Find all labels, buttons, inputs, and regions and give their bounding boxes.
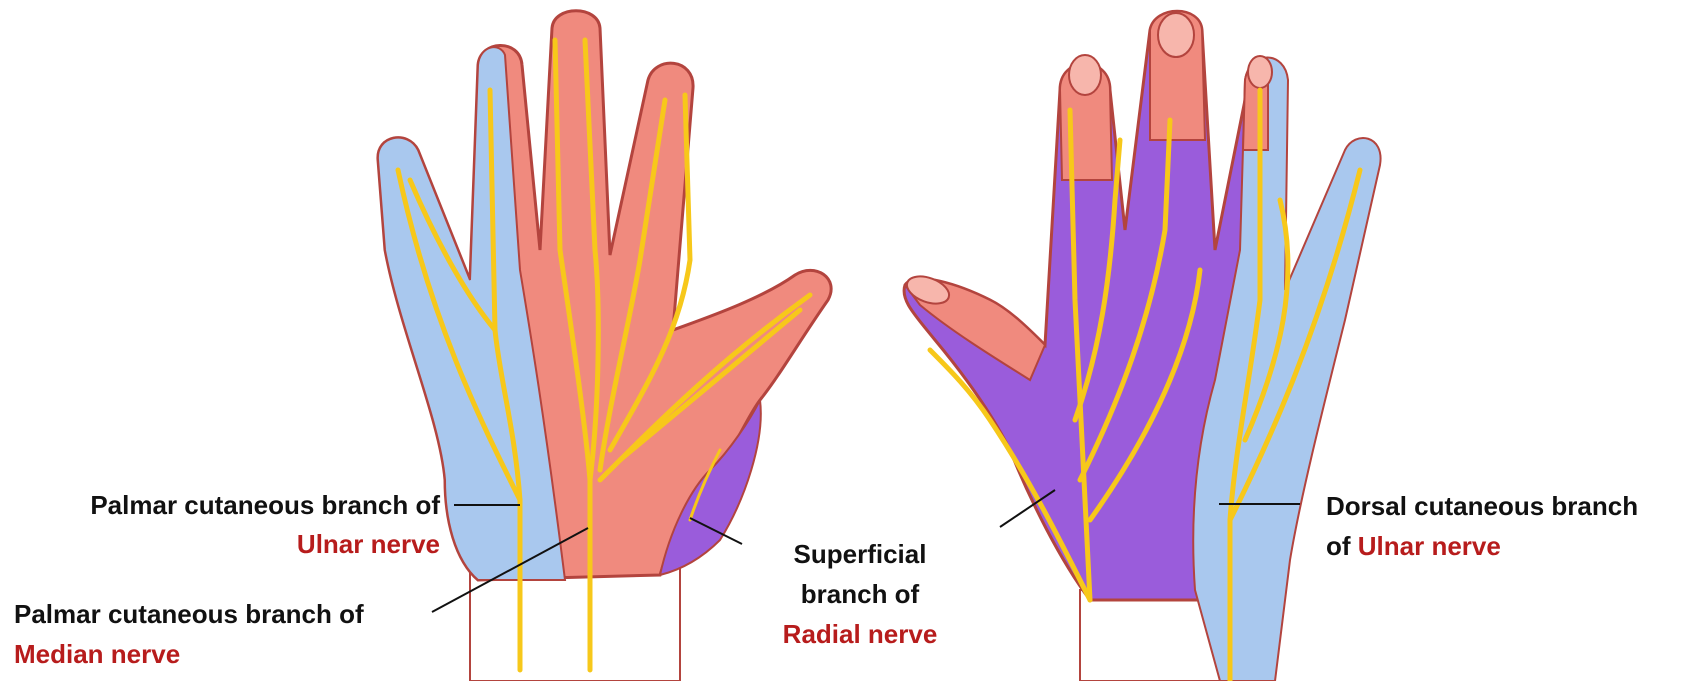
nail [1158,13,1194,57]
dorsal-ulnar-area [1193,58,1380,682]
label-palmar-median-line1: Palmar cutaneous branch of [14,598,434,630]
label-dorsal-ulnar-line1: Dorsal cutaneous branch [1326,490,1696,522]
nail [1069,55,1101,95]
label-dorsal-ulnar-nerve: Ulnar nerve [1358,531,1501,561]
label-superficial-radial-line3: Radial nerve [745,618,975,650]
label-dorsal-ulnar-prefix: of [1326,531,1358,561]
label-palmar-ulnar-line2: Ulnar nerve [16,528,440,560]
label-palmar-ulnar-line1: Palmar cutaneous branch of [16,489,440,521]
nail [1248,56,1272,88]
label-superficial-radial-line1: Superficial [745,538,975,570]
label-palmar-median-line2: Median nerve [14,638,434,670]
label-superficial-radial-line2: branch of [745,578,975,610]
label-dorsal-ulnar-line2: of Ulnar nerve [1326,530,1696,562]
